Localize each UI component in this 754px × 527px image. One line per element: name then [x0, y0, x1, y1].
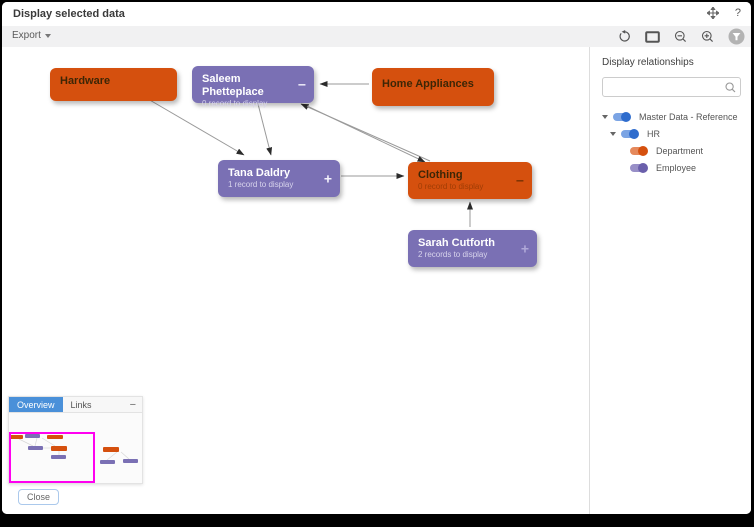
node-record-count: 1 record to display: [228, 180, 294, 189]
node-title: Home Appliances: [382, 78, 474, 90]
toggle-switch[interactable]: [621, 128, 639, 139]
help-icon[interactable]: ?: [734, 7, 741, 19]
export-label: Export: [12, 30, 41, 41]
node-sarah-cutforth[interactable]: Sarah Cutforth 2 records to display +: [408, 230, 537, 267]
filter-icon[interactable]: [728, 28, 745, 45]
minimize-icon[interactable]: −: [129, 398, 136, 411]
tab-overview[interactable]: Overview: [9, 397, 63, 412]
relationship-tree: Master Data - Reference HR Department Em…: [602, 108, 741, 176]
expand-node-button[interactable]: +: [520, 239, 529, 256]
node-title: Hardware: [60, 75, 111, 87]
tree-item-master-data-reference[interactable]: Master Data - Reference: [602, 108, 741, 125]
minimap-edges: [18, 437, 130, 461]
tree-item-label: Master Data - Reference: [639, 111, 738, 122]
dialog-title: Display selected data: [13, 8, 125, 20]
fit-screen-icon[interactable]: [645, 30, 660, 43]
toggle-switch[interactable]: [630, 162, 648, 173]
undo-icon[interactable]: [618, 30, 631, 43]
search-icon: [725, 80, 736, 98]
chevron-down-icon[interactable]: [610, 131, 616, 136]
node-saleem-phetteplace[interactable]: Saleem Phetteplace 0 record to display −: [192, 66, 314, 108]
zoom-in-icon[interactable]: [701, 30, 714, 43]
tree-item-label: Employee: [656, 162, 697, 173]
tree-item-department[interactable]: Department: [602, 142, 741, 159]
close-button[interactable]: Close: [18, 489, 60, 505]
zoom-out-icon[interactable]: [674, 30, 687, 43]
mini-node: [100, 460, 115, 464]
expand-node-button[interactable]: +: [323, 169, 332, 186]
node-title: Tana Daldry: [228, 167, 291, 179]
mini-node: [25, 434, 40, 438]
minimap-header: Overview Links −: [9, 397, 142, 413]
mini-node: [123, 459, 138, 463]
mini-node: [103, 447, 119, 452]
node-record-count: 0 record to display: [418, 182, 484, 191]
minimap-viewport[interactable]: [9, 432, 95, 483]
node-title: Saleem Phetteplace: [202, 73, 264, 98]
node-title: Sarah Cutforth: [418, 237, 495, 249]
collapse-node-button[interactable]: −: [297, 75, 306, 92]
chevron-down-icon: [44, 33, 51, 38]
node-hardware[interactable]: Hardware: [50, 68, 177, 101]
dialog-titlebar: Display selected data ?: [2, 2, 751, 26]
node-home-appliances[interactable]: Home Appliances: [372, 68, 494, 106]
toggle-switch[interactable]: [613, 111, 631, 122]
toolbar: Export: [2, 26, 751, 48]
mini-node: [51, 455, 66, 459]
overview-minimap-panel: Overview Links −: [8, 396, 143, 484]
toggle-switch[interactable]: [630, 145, 648, 156]
collapse-node-button[interactable]: −: [515, 171, 524, 188]
node-record-count: 2 records to display: [418, 250, 488, 259]
display-relationships-panel: Display relationships Master Data - Refe…: [589, 47, 751, 514]
mini-node: [51, 446, 67, 451]
mini-node: [28, 446, 43, 450]
search-input[interactable]: [602, 76, 741, 97]
panel-title: Display relationships: [602, 57, 694, 68]
chevron-down-icon[interactable]: [602, 114, 608, 119]
tree-item-label: Department: [656, 145, 704, 156]
move-icon[interactable]: [706, 7, 719, 19]
export-button[interactable]: Export: [12, 30, 51, 41]
node-record-count: 0 record to display: [202, 99, 268, 108]
tree-item-hr[interactable]: HR: [602, 125, 741, 142]
tree-item-label: HR: [647, 128, 660, 139]
node-title: Clothing: [418, 169, 463, 181]
node-clothing[interactable]: Clothing 0 record to display −: [408, 162, 532, 199]
node-tana-daldry[interactable]: Tana Daldry 1 record to display +: [218, 160, 340, 197]
tab-links[interactable]: Links: [70, 399, 92, 410]
tree-item-employee[interactable]: Employee: [602, 159, 741, 176]
mini-node: [47, 435, 63, 439]
mini-node: [9, 435, 23, 439]
minimap-content: [9, 413, 142, 483]
display-selected-data-dialog: Display selected data ? Export: [2, 2, 751, 514]
